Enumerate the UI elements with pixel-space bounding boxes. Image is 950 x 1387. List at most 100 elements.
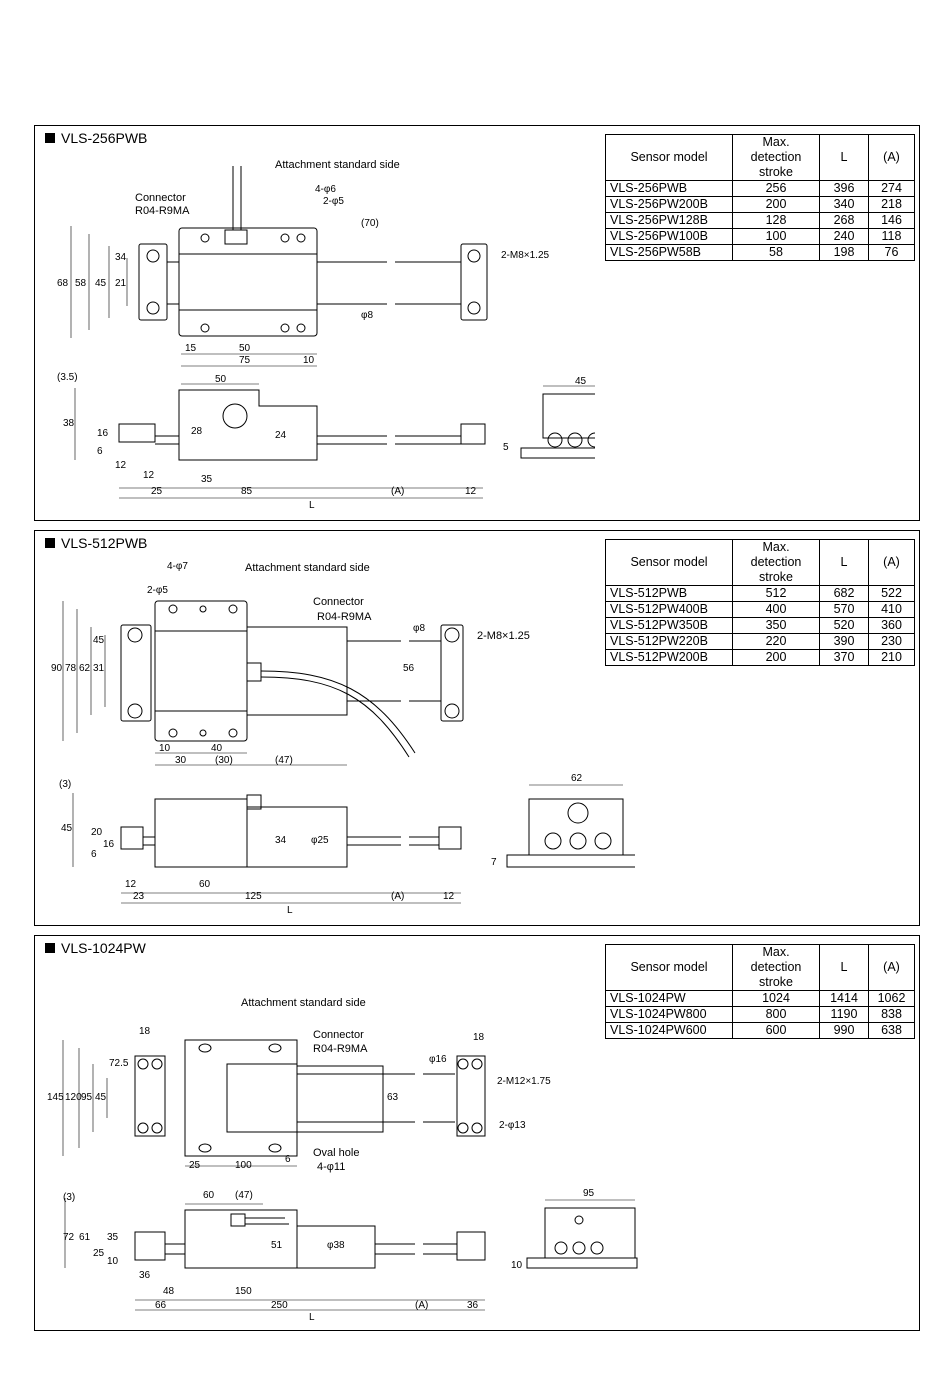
svg-text:6: 6 <box>91 849 97 860</box>
dim-label: (A) <box>391 486 404 497</box>
svg-text:12: 12 <box>443 891 455 902</box>
note-oval: Oval hole <box>313 1147 359 1159</box>
spec-table: Sensor model Max. detection stroke L (A)… <box>605 134 915 261</box>
svg-text:(3): (3) <box>63 1192 75 1203</box>
svg-text:(A): (A) <box>415 1300 428 1311</box>
svg-text:30: 30 <box>175 755 187 766</box>
drawing-1024: Attachment standard side Connector R04-R… <box>47 997 638 1323</box>
svg-text:61: 61 <box>79 1232 91 1243</box>
svg-text:45: 45 <box>93 635 105 646</box>
section-title: VLS-1024PW <box>45 940 146 956</box>
note-holes2: 2-φ5 <box>147 585 168 596</box>
svg-text:10: 10 <box>107 1256 119 1267</box>
col-a: (A) <box>868 134 915 181</box>
svg-text:35: 35 <box>107 1232 119 1243</box>
svg-text:34: 34 <box>275 835 287 846</box>
panel-vls-256pwb: VLS-256PWB Sensor model Max. detection s… <box>34 125 920 521</box>
dim-label: 38 <box>63 418 75 429</box>
svg-text:(A): (A) <box>391 891 404 902</box>
svg-text:48: 48 <box>163 1286 175 1297</box>
note-holes2: 2-φ5 <box>323 196 344 207</box>
svg-text:(3): (3) <box>59 779 71 790</box>
svg-text:56: 56 <box>403 663 415 674</box>
svg-text:95: 95 <box>81 1092 93 1103</box>
svg-text:90: 90 <box>51 663 63 674</box>
svg-text:L: L <box>309 1312 315 1323</box>
dim-label: 16 <box>97 428 109 439</box>
svg-text:145: 145 <box>47 1092 64 1103</box>
svg-text:51: 51 <box>271 1240 283 1251</box>
note-oval-holes: 4-φ11 <box>317 1161 345 1173</box>
note-thread: 2-M8×1.25 <box>501 250 550 261</box>
table-header-row: Sensor model Max. detection stroke L (A) <box>605 134 915 181</box>
note-connector: Connector <box>135 192 186 204</box>
dim-label: 12 <box>465 486 477 497</box>
svg-text:100: 100 <box>235 1160 252 1171</box>
svg-text:125: 125 <box>245 891 262 902</box>
dim-label: 85 <box>241 486 253 497</box>
dim-label: 35 <box>201 474 213 485</box>
svg-text:(47): (47) <box>275 755 293 766</box>
svg-text:7: 7 <box>491 857 497 868</box>
svg-text:23: 23 <box>133 891 145 902</box>
dim-label: 28 <box>191 426 203 437</box>
drawing-256: Attachment standard side Connector R04-R… <box>57 159 595 511</box>
note-connector: Connector <box>313 596 364 608</box>
svg-text:62: 62 <box>571 773 583 784</box>
dim-label: 68 <box>57 278 69 289</box>
svg-text:25: 25 <box>93 1248 105 1259</box>
svg-text:(30): (30) <box>215 755 233 766</box>
svg-text:45: 45 <box>61 823 73 834</box>
svg-text:10: 10 <box>159 743 171 754</box>
panel-vls-1024pw: VLS-1024PW Sensor model Max. detection s… <box>34 935 920 1331</box>
note-attach: Attachment standard side <box>275 159 400 171</box>
note-connector-model: R04-R9MA <box>135 205 190 217</box>
svg-text:φ38: φ38 <box>327 1240 345 1251</box>
svg-text:18: 18 <box>473 1032 485 1043</box>
svg-text:25: 25 <box>189 1160 201 1171</box>
svg-text:16: 16 <box>103 839 115 850</box>
svg-text:120: 120 <box>65 1092 82 1103</box>
svg-text:66: 66 <box>155 1300 167 1311</box>
svg-text:12: 12 <box>125 879 137 890</box>
dim-label: 24 <box>275 430 287 441</box>
panel-vls-512pwb: VLS-512PWB Sensor model Max. detection s… <box>34 530 920 926</box>
dim-label: 45 <box>575 376 587 387</box>
dim-label: 12 <box>143 470 155 481</box>
col-l: L <box>819 134 869 181</box>
svg-text:10: 10 <box>511 1260 523 1271</box>
bullet-square-icon <box>45 538 55 548</box>
dim-label: 58 <box>75 278 87 289</box>
svg-text:45: 45 <box>95 1092 107 1103</box>
note-connector-model: R04-R9MA <box>317 611 372 623</box>
dim-label: (3.5) <box>57 372 78 383</box>
svg-text:60: 60 <box>203 1190 215 1201</box>
section-title: VLS-256PWB <box>45 130 147 146</box>
svg-text:250: 250 <box>271 1300 288 1311</box>
dim-label: 34 <box>115 252 127 263</box>
bullet-square-icon <box>45 133 55 143</box>
dim-label: 50 <box>215 374 227 385</box>
note-thread: 2-M12×1.75 <box>497 1076 551 1087</box>
dim-label: (70) <box>361 218 379 229</box>
note-attach: Attachment standard side <box>241 997 366 1009</box>
dim-label: 5 <box>503 442 509 453</box>
note-connector-model: R04-R9MA <box>313 1043 368 1055</box>
col-stroke: Max. detection stroke <box>732 134 820 181</box>
dim-label: 15 <box>185 343 197 354</box>
note-thread: 2-M8×1.25 <box>477 630 530 642</box>
svg-text:78: 78 <box>65 663 77 674</box>
dim-label: 25 <box>151 486 163 497</box>
svg-text:72: 72 <box>63 1232 75 1243</box>
dim-label: 50 <box>239 343 251 354</box>
dim-label: 6 <box>97 446 103 457</box>
